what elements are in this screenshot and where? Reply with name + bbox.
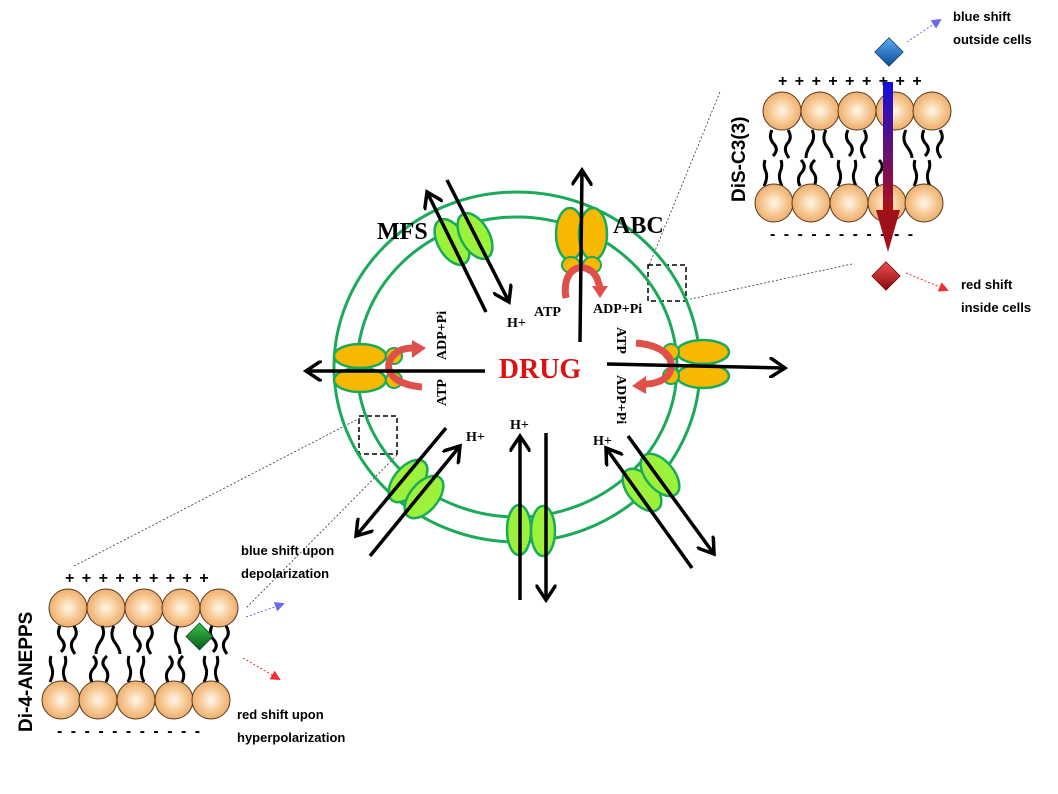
- h-plus-label: H+: [510, 418, 529, 433]
- blue-shift-label: outside cells: [953, 32, 1032, 47]
- red-shift-arrow: [242, 657, 281, 681]
- charges-positive: + + + + + + + + +: [65, 570, 210, 587]
- abc-transporter-top: [554, 206, 609, 299]
- blue-shift-label: blue shift upon: [241, 543, 334, 558]
- mfs-drug-efflux-arrow: [356, 426, 448, 536]
- atp-hydrolysis-arrow: [561, 264, 604, 299]
- zoom-box-left: [358, 415, 398, 455]
- abc-transporter-left: [332, 340, 426, 394]
- mfs-label: MFS: [377, 219, 428, 245]
- zoom-box-right: [647, 264, 687, 302]
- abc-transporter-right: [632, 338, 731, 394]
- probe-translocation-arrow-head: [876, 210, 900, 252]
- atp-label-left: ATP: [435, 379, 450, 406]
- green-probe-diamond: [185, 622, 214, 651]
- di-4-anepps-panel: Di-4-ANEPPS + + + + + + + + +: [16, 543, 345, 745]
- h-plus-label: H+: [466, 430, 485, 445]
- blue-shift-arrow: [245, 601, 285, 618]
- zoom-guide-lines: [73, 91, 853, 609]
- red-shift-label: hyperpolarization: [237, 730, 345, 745]
- lipid-tails: [48, 625, 230, 683]
- lipid-heads-bottom: [754, 183, 944, 223]
- adp-pi-label-left: ADP+Pi: [435, 311, 450, 360]
- abc-efflux-arrow-right: [606, 364, 785, 368]
- mfs-proton-influx-arrow: [445, 179, 509, 302]
- h-plus-label: H+: [507, 316, 526, 331]
- lipid-heads-top: [48, 588, 239, 628]
- atp-label-right: ATP: [613, 327, 628, 354]
- abc-efflux-arrow-top: [580, 170, 582, 343]
- abc-label: ABC: [613, 213, 664, 239]
- red-probe-diamond: [871, 261, 901, 291]
- adp-pi-label-right: ADP+Pi: [613, 375, 628, 424]
- atp-label: ATP: [534, 305, 561, 320]
- mfs-transporter-bottom: [505, 503, 557, 558]
- mfs-proton-influx-arrow: [606, 448, 694, 570]
- h-plus-label: H+: [593, 434, 612, 449]
- mfs-proton-influx-arrow: [368, 446, 460, 558]
- red-shift-label: inside cells: [961, 300, 1031, 315]
- lipid-heads-bottom: [41, 680, 231, 720]
- dis-c3-title: DiS-C3(3): [729, 116, 750, 202]
- charges-positive: + + + + + + + + +: [778, 73, 923, 90]
- lipid-heads-top: [762, 91, 952, 131]
- dis-c3-panel: DiS-C3(3) + + + + + + + + +: [729, 9, 1032, 315]
- atp-hydrolysis-arrow: [385, 344, 423, 391]
- mfs-transporter-bottom-left: [387, 458, 445, 520]
- red-shift-arrow: [905, 272, 949, 292]
- red-shift-label: red shift: [961, 277, 1013, 292]
- charges-negative: - - - - - - - - - - -: [770, 226, 915, 243]
- mfs-drug-efflux-arrow: [626, 434, 714, 554]
- adp-pi-label: ADP+Pi: [593, 302, 642, 317]
- charges-negative: - - - - - - - - - - -: [57, 723, 202, 740]
- red-shift-label: red shift upon: [237, 707, 324, 722]
- blue-shift-label: depolarization: [241, 566, 329, 581]
- mfs-drug-efflux-arrow: [427, 192, 488, 313]
- blue-probe-diamond: [874, 37, 904, 67]
- blue-shift-arrow: [906, 18, 942, 43]
- drug-label: DRUG: [499, 354, 582, 385]
- atp-hydrolysis-arrow: [635, 339, 675, 388]
- lipid-tails: [762, 129, 944, 187]
- probe-translocation-arrow: [883, 82, 893, 212]
- di-4-anepps-title: Di-4-ANEPPS: [16, 612, 37, 732]
- blue-shift-label: blue shift: [953, 9, 1011, 24]
